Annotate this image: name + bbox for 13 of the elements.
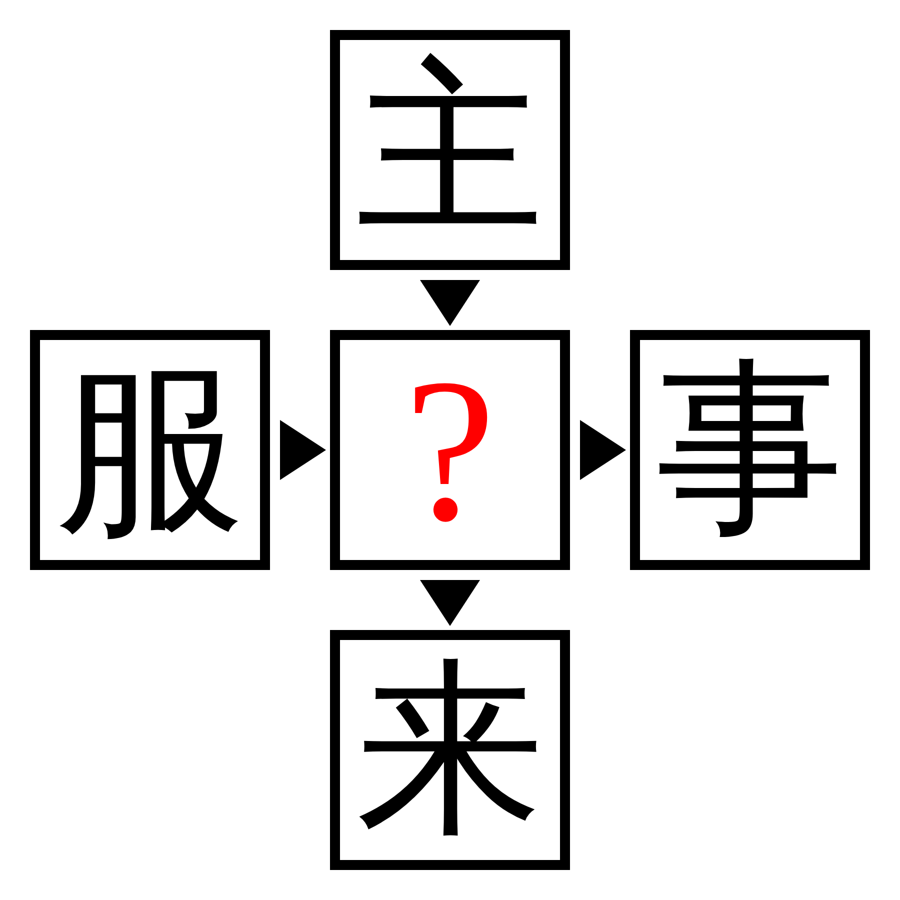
character-box	[30, 330, 270, 570]
question-mark: ?	[404, 348, 496, 552]
character-box	[330, 330, 570, 570]
arrow	[420, 580, 480, 626]
chinese-character: 事	[656, 356, 844, 544]
arrow	[280, 420, 326, 480]
chinese-character: 来	[356, 656, 544, 844]
character-box	[330, 630, 570, 870]
arrow	[420, 280, 480, 326]
character-box	[630, 330, 870, 570]
character-box	[330, 30, 570, 270]
chinese-character: 服	[56, 356, 244, 544]
arrow	[580, 420, 626, 480]
